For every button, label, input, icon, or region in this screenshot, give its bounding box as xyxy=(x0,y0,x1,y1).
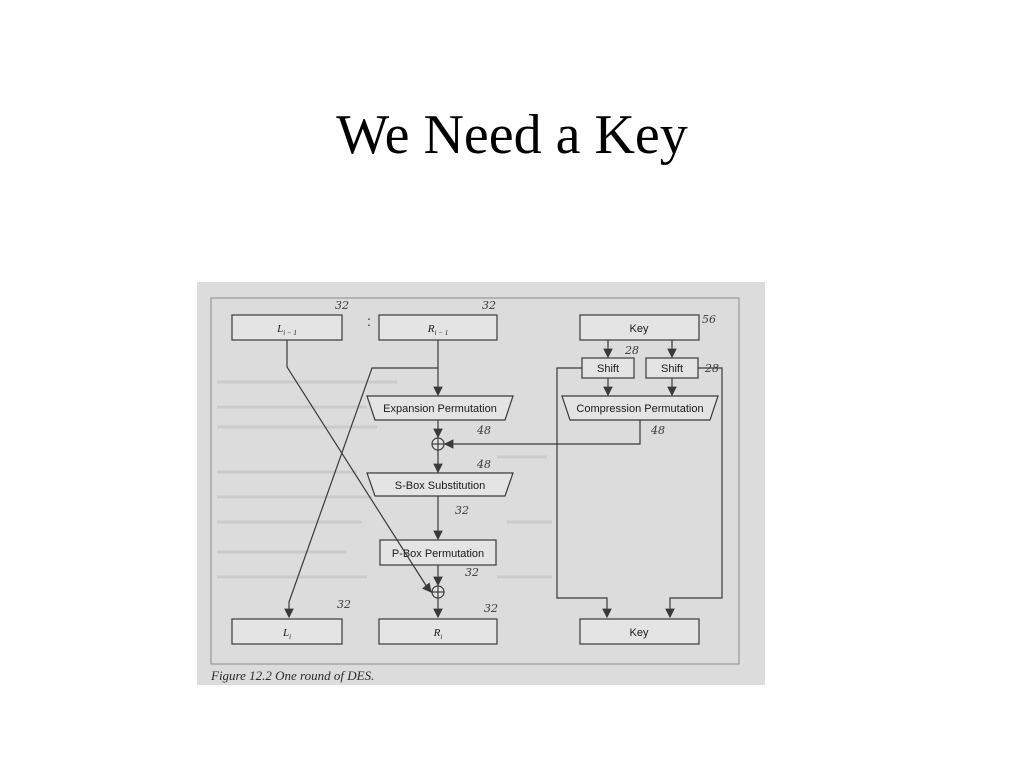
xor-1-icon xyxy=(431,437,445,451)
shift-left-label: Shift xyxy=(597,363,619,375)
sbox-substitution-box xyxy=(366,472,514,497)
slide-title: We Need a Key xyxy=(336,104,688,166)
key-bottom-box xyxy=(579,618,700,645)
l-prev-label: Li − 1 xyxy=(276,323,297,337)
des-diagram: Li − 1 Ri − 1 Key Shift Shift Expansion … xyxy=(210,297,740,683)
compression-bits-note: 48 xyxy=(650,424,665,437)
pbox-permutation-label: P-Box Permutation xyxy=(392,548,484,560)
shift-right-label: Shift xyxy=(661,363,683,375)
r-next-label: Ri xyxy=(433,627,443,641)
l-next-box xyxy=(231,618,343,645)
r-next-bits-note: 32 xyxy=(484,602,498,615)
pbox-out-bits-note: 32 xyxy=(465,566,479,579)
shift-right-bits-note: 28 xyxy=(704,362,719,375)
expansion-bits-note: 48 xyxy=(476,424,491,437)
key-bits-note: 56 xyxy=(702,313,716,326)
sbox-out-bits-note: 32 xyxy=(455,504,469,517)
sbox-substitution-label: S-Box Substitution xyxy=(395,480,486,492)
r-prev-label: Ri − 1 xyxy=(427,323,448,337)
l-next-label: Li xyxy=(282,627,291,641)
xor-2-icon xyxy=(431,585,445,599)
des-round-figure: Li − 1 Ri − 1 Key Shift Shift Expansion … xyxy=(197,282,765,685)
sbox-in-bits-note: 48 xyxy=(476,458,491,471)
compression-permutation-box xyxy=(561,395,719,421)
key-top-box xyxy=(579,314,700,341)
r-prev-bits-note: 32 xyxy=(482,299,496,312)
l-prev-bits-note: 32 xyxy=(335,299,349,312)
key-top-label: Key xyxy=(630,323,649,335)
l-next-bits-note: 32 xyxy=(337,598,351,611)
colon-mark: : xyxy=(367,313,371,329)
shift-left-bits-note: 28 xyxy=(624,344,639,357)
expansion-permutation-label: Expansion Permutation xyxy=(383,403,497,415)
r-next-box xyxy=(378,618,498,645)
figure-frame xyxy=(210,297,740,665)
expansion-permutation-box xyxy=(366,395,514,421)
figure-caption: Figure 12.2 One round of DES. xyxy=(210,668,374,683)
key-bottom-label: Key xyxy=(630,627,649,639)
compression-permutation-label: Compression Permutation xyxy=(576,403,703,415)
